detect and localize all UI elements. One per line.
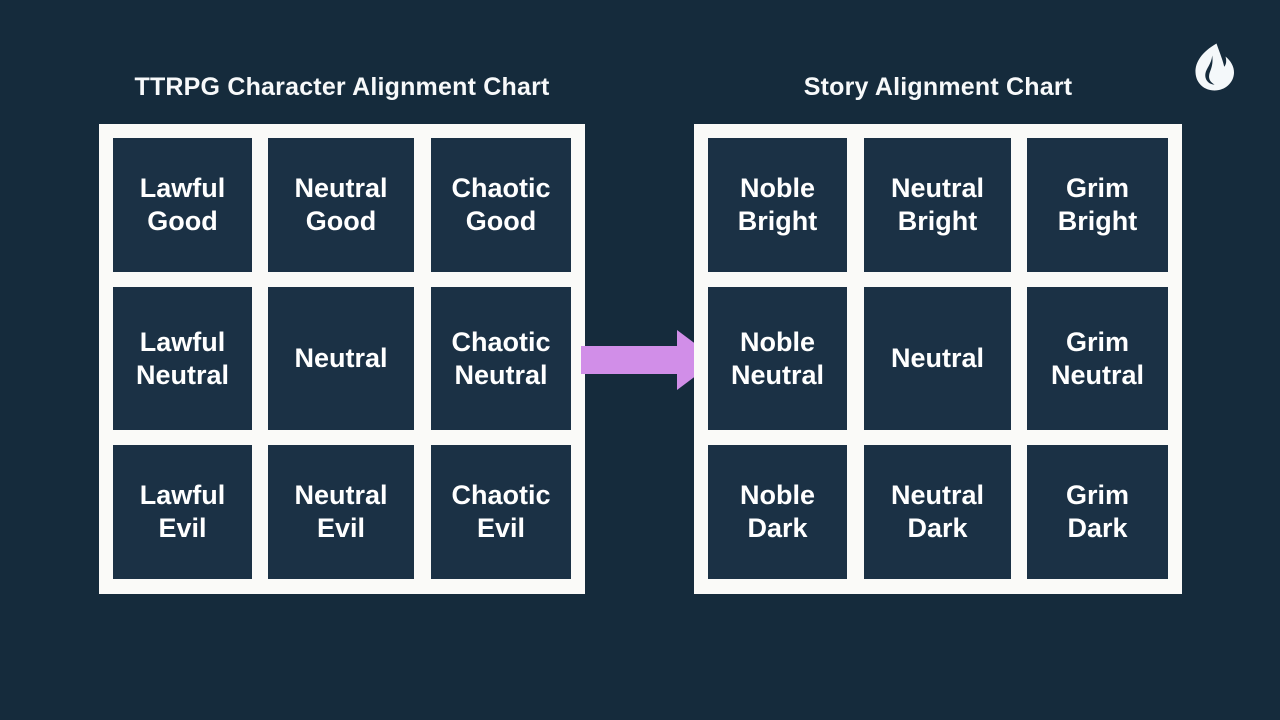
cell-line-2: Dark <box>1067 513 1128 543</box>
cell-neutral-good[interactable]: Neutral Good <box>268 138 414 272</box>
cell-lawful-neutral[interactable]: Lawful Neutral <box>113 287 252 430</box>
cell-line-1: Grim <box>1065 173 1129 204</box>
right-arrow-icon <box>581 330 717 390</box>
alignment-grid-story: Noble Bright Neutral Bright Grim Bright … <box>694 124 1182 594</box>
chart-title-ttrpg: TTRPG Character Alignment Chart <box>134 73 550 101</box>
cell-line-1: Chaotic <box>451 480 551 511</box>
cell-line-2: Evil <box>476 513 525 543</box>
alignment-grid-ttrpg: Lawful Good Neutral Good Chaotic Good La… <box>99 124 585 594</box>
cell-noble-neutral[interactable]: Noble Neutral <box>708 287 847 430</box>
cell-line-1: Lawful <box>139 480 226 511</box>
cell-line-2: Neutral <box>1050 359 1145 390</box>
cell-line-1: Chaotic <box>451 326 551 357</box>
cell-line-1: Noble <box>739 480 815 511</box>
cell-neutral-neutral[interactable]: Neutral <box>864 287 1011 430</box>
cell-line-2: Dark <box>747 513 808 543</box>
cell-lawful-good[interactable]: Lawful Good <box>113 138 252 272</box>
cell-line-2: Evil <box>316 513 366 543</box>
cell-neutral-bright[interactable]: Neutral Bright <box>864 138 1011 272</box>
cell-true-neutral[interactable]: Neutral <box>268 287 414 430</box>
cell-line-2: Neutral <box>454 359 548 390</box>
cell-line-1: Lawful <box>139 326 226 357</box>
cell-line-2: Dark <box>907 513 968 543</box>
cell-line-1: Neutral <box>294 343 388 374</box>
cell-line-2: Good <box>465 206 537 236</box>
cell-noble-dark[interactable]: Noble Dark <box>708 445 847 579</box>
cell-line-1: Grim <box>1065 480 1130 511</box>
cell-chaotic-good[interactable]: Chaotic Good <box>431 138 571 272</box>
grid-cells-ttrpg: Lawful Good Neutral Good Chaotic Good La… <box>99 124 585 594</box>
cell-neutral-dark[interactable]: Neutral Dark <box>864 445 1011 579</box>
cell-grim-dark[interactable]: Grim Dark <box>1027 445 1168 579</box>
cell-grim-bright[interactable]: Grim Bright <box>1027 138 1168 272</box>
grid-cells-story: Noble Bright Neutral Bright Grim Bright … <box>694 124 1182 594</box>
cell-line-2: Bright <box>1057 206 1138 236</box>
flame-logo-icon <box>1192 42 1238 92</box>
cell-line-2: Neutral <box>135 359 230 390</box>
cell-chaotic-evil[interactable]: Chaotic Evil <box>431 445 571 579</box>
cell-line-1: Chaotic <box>451 173 551 204</box>
cell-line-2: Good <box>147 206 218 236</box>
cell-line-1: Grim <box>1065 326 1130 357</box>
cell-line-1: Neutral <box>294 173 388 204</box>
cell-line-2: Evil <box>158 513 207 543</box>
cell-grim-neutral[interactable]: Grim Neutral <box>1027 287 1168 430</box>
cell-line-1: Neutral <box>890 343 985 374</box>
cell-line-2: Bright <box>897 206 978 236</box>
cell-noble-bright[interactable]: Noble Bright <box>708 138 847 272</box>
cell-line-1: Neutral <box>890 480 985 511</box>
cell-neutral-evil[interactable]: Neutral Evil <box>268 445 414 579</box>
cell-line-1: Neutral <box>890 173 985 204</box>
cell-line-2: Good <box>305 206 377 236</box>
cell-line-1: Neutral <box>294 480 388 511</box>
cell-line-2: Bright <box>737 206 818 236</box>
cell-line-2: Neutral <box>730 359 825 390</box>
cell-lawful-evil[interactable]: Lawful Evil <box>113 445 252 579</box>
cell-line-1: Noble <box>739 173 815 204</box>
cell-chaotic-neutral[interactable]: Chaotic Neutral <box>431 287 571 430</box>
cell-line-1: Lawful <box>139 173 226 204</box>
chart-title-story: Story Alignment Chart <box>803 73 1073 101</box>
cell-line-1: Noble <box>739 326 815 357</box>
